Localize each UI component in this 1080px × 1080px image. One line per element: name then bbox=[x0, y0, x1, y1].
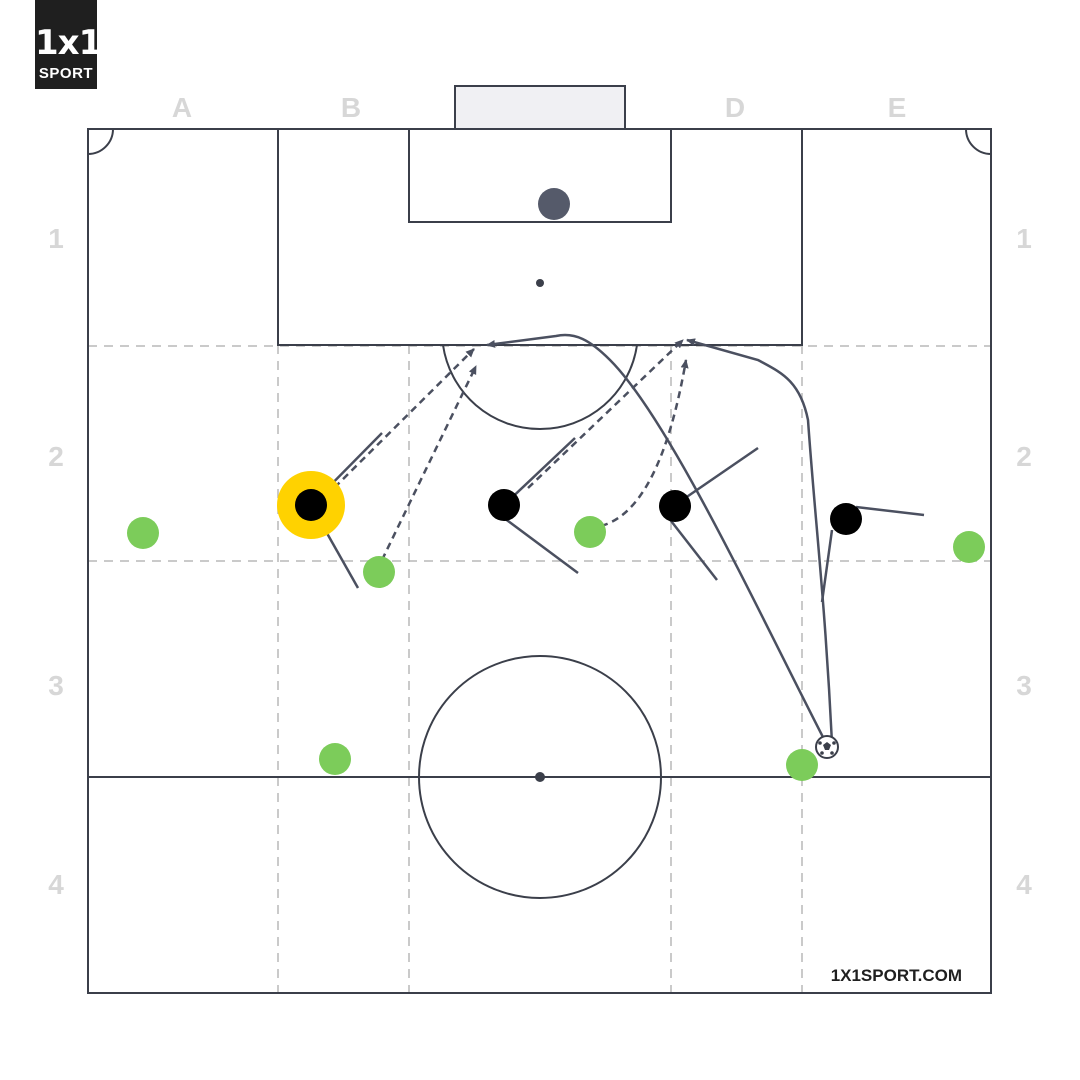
goal bbox=[454, 85, 626, 130]
row-label-left-3: 3 bbox=[48, 670, 64, 701]
row-label-left-2: 2 bbox=[48, 441, 64, 472]
defender-e2 bbox=[953, 531, 985, 563]
column-label-e: E bbox=[888, 92, 907, 123]
defender-a2 bbox=[127, 517, 159, 549]
row-label-right-4: 4 bbox=[1016, 869, 1032, 900]
defender-d3 bbox=[786, 749, 818, 781]
run-lines bbox=[486, 333, 834, 744]
defender-b2 bbox=[363, 556, 395, 588]
row-label-left-1: 1 bbox=[48, 223, 64, 254]
website-label: 1X1SPORT.COM bbox=[831, 966, 962, 985]
brand-logo: 1x1 SPORT bbox=[35, 0, 102, 89]
attacker-c2 bbox=[488, 489, 520, 521]
column-label-d: D bbox=[725, 92, 745, 123]
goalkeeper bbox=[538, 188, 570, 220]
attacker-d2 bbox=[659, 490, 691, 522]
row-label-right-1: 1 bbox=[1016, 223, 1032, 254]
column-label-b: B bbox=[341, 92, 361, 123]
logo-wordmark: SPORT bbox=[38, 65, 94, 82]
pass-lines bbox=[325, 339, 689, 561]
row-label-right-2: 2 bbox=[1016, 441, 1032, 472]
attacker-e2 bbox=[830, 503, 862, 535]
soccer-ball-icon bbox=[815, 735, 839, 759]
logo-mark: 1x1 bbox=[35, 23, 102, 63]
defender-c2 bbox=[574, 516, 606, 548]
attacker-b2 bbox=[295, 489, 327, 521]
defender-b3 bbox=[319, 743, 351, 775]
column-label-a: A bbox=[172, 92, 192, 123]
zone-grid bbox=[88, 345, 991, 993]
row-label-right-3: 3 bbox=[1016, 670, 1032, 701]
row-label-left-4: 4 bbox=[48, 869, 64, 900]
pitch-markings bbox=[87, 128, 992, 994]
